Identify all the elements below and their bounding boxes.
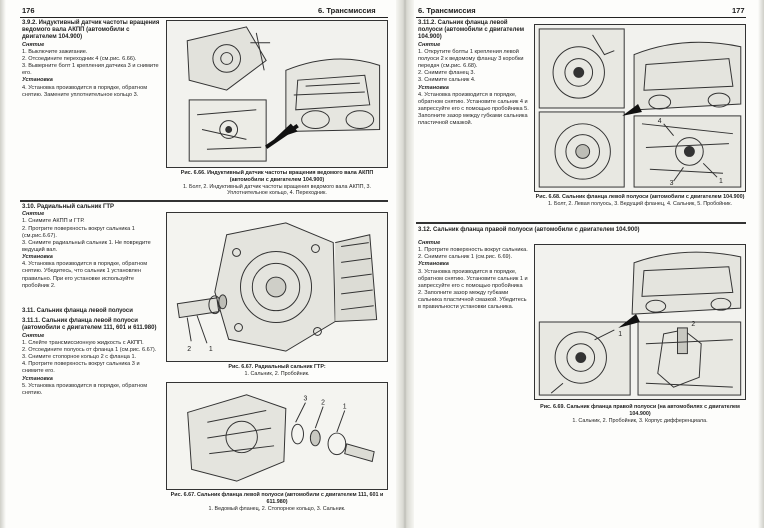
step: 3. Снимите сальник 4.: [418, 77, 476, 84]
section-3-11-2: 3.11.2. Сальник фланца левой полуоси (ав…: [418, 20, 530, 127]
left-header-rule: [20, 17, 388, 18]
section-3-10: 3.10. Радиальный сальник ГТР Снятие 1. С…: [22, 204, 160, 290]
section-3-9-2: 3.9.2. Индуктивный датчик частоты вращен…: [22, 20, 160, 99]
install-label: Установка: [418, 261, 449, 268]
caption-legend: 1. Сальник, 2. Пробойник.: [244, 370, 310, 377]
section-title: 3.11. Сальник фланца левой полуоси: [22, 308, 133, 314]
left-page-number: 176: [22, 6, 35, 15]
step: 1. Слейте трансмиссионную жидкость с АКП…: [22, 339, 144, 346]
install-text: 4. Установка производится в порядке, обр…: [22, 261, 148, 289]
left-running-head: 6. Трансмиссия: [318, 6, 376, 15]
step: 2. Снимите сальник 1 (см.рис. 6.69).: [418, 254, 513, 261]
svg-text:1: 1: [209, 346, 213, 353]
book-gutter: [396, 0, 414, 528]
section-title: 3.9.2. Индуктивный датчик частоты вращен…: [22, 20, 160, 41]
step: 1. Снимите АКПП и ГТР.: [22, 218, 85, 225]
removal-label: Снятие: [22, 41, 45, 48]
figure-6-66-illustration: [166, 20, 388, 168]
section-title: 3.10. Радиальный сальник ГТР: [22, 204, 115, 210]
caption-title: Рис. 6.69. Сальник фланца правой полуоси…: [540, 404, 740, 417]
step: 3. Снимите стопорное кольцо 2 с фланца 1…: [22, 354, 137, 361]
caption-title: Рис. 6.66. Индуктивный датчик частоты вр…: [180, 170, 374, 183]
figure-6-69-caption: Рис. 6.69. Сальник фланца правой полуоси…: [534, 404, 746, 424]
step: 3. Снимите радиальный сальник 1. Не повр…: [22, 239, 151, 253]
install-label: Установка: [22, 375, 53, 382]
caption-title: Рис. 6.67. Сальник фланца левой полуоси …: [170, 492, 384, 505]
section-divider: [416, 222, 746, 224]
svg-text:2: 2: [187, 346, 191, 353]
right-page-edge: [758, 0, 764, 528]
step: 2. Отсоедините переходник 4 (см.рис. 6.6…: [22, 55, 137, 62]
install-text: 4. Установка производится в порядке, обр…: [418, 91, 529, 127]
step: 1. Протрите поверхность вокруг сальника.: [418, 247, 528, 254]
svg-text:4: 4: [658, 118, 662, 125]
caption-title: Рис. 6.67. Радиальный сальник ГТР:: [228, 364, 326, 370]
install-text: 3. Установка производится в порядке, обр…: [418, 268, 528, 311]
figure-6-69-illustration: 1 2: [534, 244, 746, 400]
figure-6-67-flange-illustration: 3 2 1: [166, 382, 388, 490]
figure-6-67-gtr-caption: Рис. 6.67. Радиальный сальник ГТР: 1. Са…: [166, 364, 388, 378]
step: 3. Выверните болт 1 крепления датчика 3 …: [22, 63, 159, 77]
install-text: 4. Установка производится в порядке, обр…: [22, 84, 148, 98]
section-title: 3.12. Сальник фланца правой полуоси (авт…: [418, 227, 640, 233]
step: 4. Протрите поверхность вокруг сальника …: [22, 361, 140, 375]
install-text: 5. Установка производится в порядке, обр…: [22, 382, 148, 396]
figure-6-68-illustration: 4 1 3: [534, 24, 746, 192]
figure-6-67-gtr-illustration: 2 1: [166, 212, 388, 362]
svg-text:1: 1: [618, 331, 622, 338]
left-page-edge: [0, 0, 6, 528]
caption-legend: 1. Сальник, 2. Пробойник, 3. Корпус дифф…: [572, 417, 708, 424]
figure-6-66-caption: Рис. 6.66. Индуктивный датчик частоты вр…: [166, 170, 388, 197]
step: 2. Снимите фланец 3.: [418, 70, 476, 77]
right-page-number: 177: [732, 6, 745, 15]
step: 2. Протрите поверхность вокруг сальника …: [22, 225, 135, 239]
install-label: Установка: [418, 84, 449, 91]
section-divider: [20, 200, 388, 202]
section-title: 3.11.2. Сальник фланца левой полуоси (ав…: [418, 20, 525, 41]
install-label: Установка: [22, 254, 53, 261]
svg-text:3: 3: [670, 180, 674, 187]
figure-6-68-caption: Рис. 6.68. Сальник фланца левой полуоси …: [534, 194, 746, 208]
right-header-rule: [416, 17, 746, 18]
caption-title: Рис. 6.68. Сальник фланца левой полуоси …: [535, 194, 745, 200]
section-3-12: Снятие 1. Протрите поверхность вокруг са…: [418, 240, 528, 312]
caption-legend: 1. Болт, 2. Индуктивный датчик частоты в…: [183, 183, 371, 197]
svg-text:3: 3: [304, 396, 308, 403]
svg-text:1: 1: [343, 404, 347, 411]
section-3-12-title-block: 3.12. Сальник фланца правой полуоси (авт…: [418, 227, 744, 234]
svg-text:2: 2: [321, 400, 325, 407]
caption-legend: 1. Болт, 2. Левая полуось, 3. Ведущий фл…: [547, 200, 733, 207]
install-label: Установка: [22, 77, 53, 84]
subsection-title: 3.11.1. Сальник фланца левой полуоси (ав…: [22, 318, 157, 332]
step: 1. Выключите зажигание.: [22, 48, 88, 55]
section-3-11: 3.11. Сальник фланца левой полуоси 3.11.…: [22, 308, 160, 397]
figure-6-67-flange-caption: Рис. 6.67. Сальник фланца левой полуоси …: [166, 492, 388, 512]
removal-label: Снятие: [22, 332, 45, 339]
step: 2. Отсоедините полуось от фланца 1 (см.р…: [22, 346, 157, 353]
removal-label: Снятие: [22, 211, 45, 218]
step: 1. Открутите болты 1 крепления левой пол…: [418, 48, 524, 70]
removal-label: Снятие: [418, 41, 441, 48]
right-running-head: 6. Трансмиссия: [418, 6, 476, 15]
svg-text:2: 2: [691, 321, 695, 328]
caption-legend: 1. Ведомый фланец, 2. Стопорное кольцо, …: [208, 505, 346, 512]
svg-text:1: 1: [719, 178, 723, 185]
removal-label: Снятие: [418, 240, 441, 246]
